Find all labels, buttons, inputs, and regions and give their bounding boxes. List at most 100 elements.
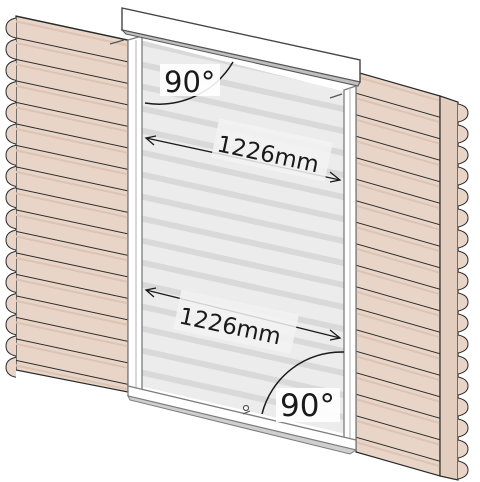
left-wall-panel bbox=[15, 15, 129, 393]
angle-arc-bottom bbox=[261, 351, 345, 415]
wall-board-seam bbox=[356, 284, 440, 313]
wall-board-seam bbox=[16, 292, 128, 323]
angle-label-top: 90° bbox=[164, 65, 215, 99]
wall-board-seam bbox=[356, 306, 440, 335]
log-end bbox=[5, 81, 17, 103]
angle-label-backdrop-bottom bbox=[276, 388, 340, 422]
angle-arc-top bbox=[144, 61, 234, 105]
wall-board-seam bbox=[16, 227, 128, 259]
log-end bbox=[5, 271, 17, 293]
wall-board-seam bbox=[356, 220, 440, 249]
rear-board-stripe bbox=[140, 169, 346, 224]
wall-board-seam bbox=[356, 392, 440, 421]
log-end bbox=[5, 123, 17, 145]
wall-board-shade bbox=[16, 339, 128, 372]
wall-board-seam bbox=[356, 435, 440, 464]
angle-marker-bottom-right: 90° bbox=[261, 351, 345, 424]
left-wall-boards bbox=[16, 16, 128, 392]
wall-board-seam bbox=[356, 91, 440, 120]
wall-board-seam bbox=[356, 112, 440, 141]
wall-board-shade bbox=[356, 95, 440, 125]
arrowhead-bottom-left bbox=[144, 287, 157, 298]
angle-marker-top-left: 90° bbox=[144, 61, 234, 105]
right-wall-boards bbox=[356, 72, 440, 469]
wall-board-shade bbox=[356, 353, 440, 383]
wall-board-seam bbox=[16, 77, 128, 108]
wall-board-seam bbox=[356, 413, 440, 442]
rear-board-stripe bbox=[140, 323, 346, 378]
log-end bbox=[5, 59, 17, 81]
bottom-sill-edge bbox=[127, 395, 358, 455]
log-end bbox=[5, 356, 17, 378]
arrowhead-top-left bbox=[144, 135, 157, 146]
wall-board-shade bbox=[356, 224, 440, 254]
left-log-ends bbox=[5, 17, 17, 378]
rear-board-stripe bbox=[140, 257, 346, 312]
log-end bbox=[5, 144, 17, 166]
wall-board-shade bbox=[16, 189, 128, 221]
wall-board-seam bbox=[16, 141, 128, 173]
wall-board-shade bbox=[356, 396, 440, 426]
wall-board-seam bbox=[356, 134, 440, 163]
rear-board-stripe bbox=[140, 235, 346, 290]
wall-board-seam bbox=[356, 241, 440, 270]
arrowhead-top-right bbox=[329, 171, 342, 183]
log-end bbox=[5, 208, 17, 230]
log-end bbox=[457, 145, 469, 165]
log-end bbox=[457, 250, 469, 270]
log-end bbox=[457, 124, 469, 144]
wall-board-shade bbox=[16, 253, 128, 286]
wall-board-seam bbox=[356, 177, 440, 206]
rear-board-stripe bbox=[140, 191, 346, 246]
wall-board-seam bbox=[16, 249, 128, 280]
log-end bbox=[457, 355, 469, 375]
wall-board-shade bbox=[356, 160, 440, 190]
wall-board-shade bbox=[16, 232, 128, 264]
wall-board-shade bbox=[16, 210, 128, 243]
log-end bbox=[457, 208, 469, 228]
log-end bbox=[5, 250, 17, 272]
wall-board-seam bbox=[356, 370, 440, 399]
log-end bbox=[5, 165, 17, 187]
wall-board-seam bbox=[16, 313, 128, 345]
corner-post bbox=[439, 95, 459, 481]
wall-board-shade bbox=[16, 296, 128, 329]
wall-board-shade bbox=[16, 81, 128, 114]
wall-board-seam bbox=[16, 184, 128, 216]
wall-board-seam bbox=[16, 120, 128, 151]
door-frame bbox=[109, 7, 361, 455]
wall-board-shade bbox=[16, 17, 128, 49]
log-end bbox=[5, 38, 17, 60]
log-end bbox=[5, 314, 17, 336]
wall-board-shade bbox=[16, 103, 128, 135]
wall-board-shade bbox=[356, 117, 440, 147]
wall-board-seam bbox=[16, 163, 128, 194]
wall-board-shade bbox=[356, 267, 440, 297]
wall-board-seam bbox=[16, 16, 128, 44]
angle-label-bottom: 90° bbox=[280, 388, 335, 424]
log-end bbox=[457, 439, 469, 459]
log-end bbox=[457, 376, 469, 396]
wall-board-shade bbox=[356, 418, 440, 448]
wall-board-shade bbox=[16, 275, 128, 307]
wall-board-shade bbox=[356, 203, 440, 233]
wall-board-shade bbox=[16, 124, 128, 157]
log-end bbox=[5, 187, 17, 209]
wall-board-shade bbox=[356, 138, 440, 168]
wall-board-shade bbox=[16, 318, 128, 350]
left-jamb bbox=[127, 35, 143, 393]
header-beam-underside bbox=[120, 29, 361, 87]
wall-board-seam bbox=[356, 327, 440, 356]
log-end bbox=[457, 103, 469, 123]
wall-board-seam bbox=[356, 349, 440, 378]
wall-board-shade bbox=[16, 38, 128, 71]
wall-board-shade bbox=[16, 167, 128, 200]
log-end bbox=[5, 229, 17, 251]
wall-board-shade bbox=[16, 60, 128, 92]
wall-board-shade bbox=[16, 361, 128, 392]
log-end bbox=[457, 187, 469, 207]
log-end bbox=[457, 397, 469, 417]
right-wall-section bbox=[355, 71, 469, 481]
log-end bbox=[5, 17, 17, 39]
